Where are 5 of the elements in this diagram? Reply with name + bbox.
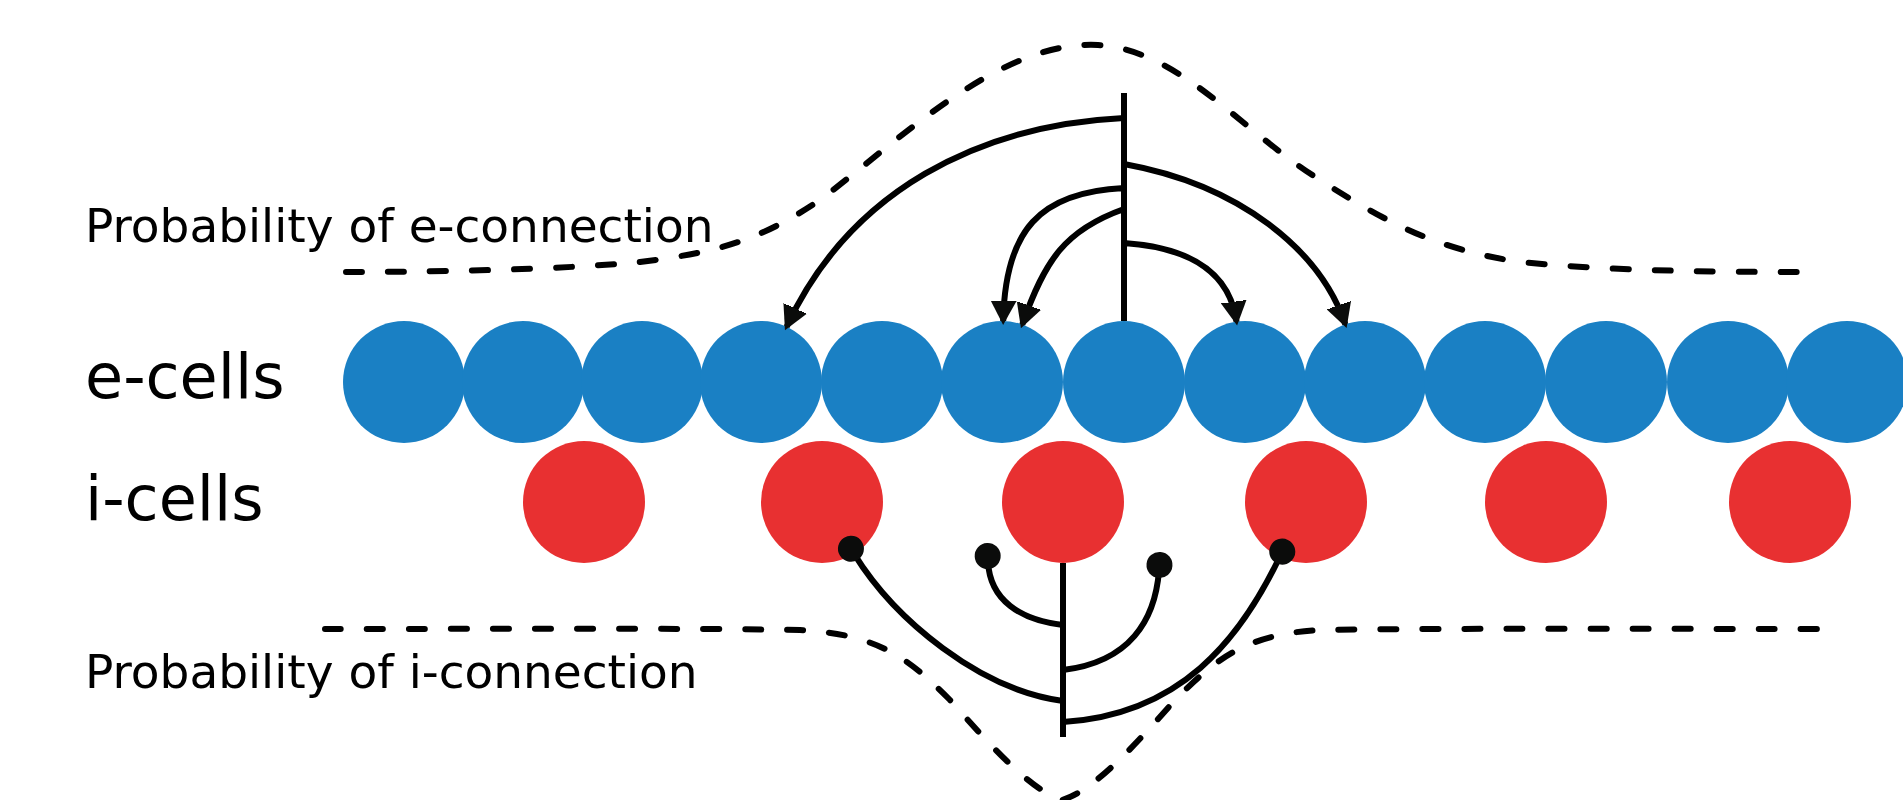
row-label: i-cells: [85, 468, 264, 530]
axon-branch: [1060, 538, 1296, 725]
row-label: e-cells: [85, 346, 285, 408]
arrow: [1121, 161, 1351, 328]
arrow: [784, 115, 1127, 331]
